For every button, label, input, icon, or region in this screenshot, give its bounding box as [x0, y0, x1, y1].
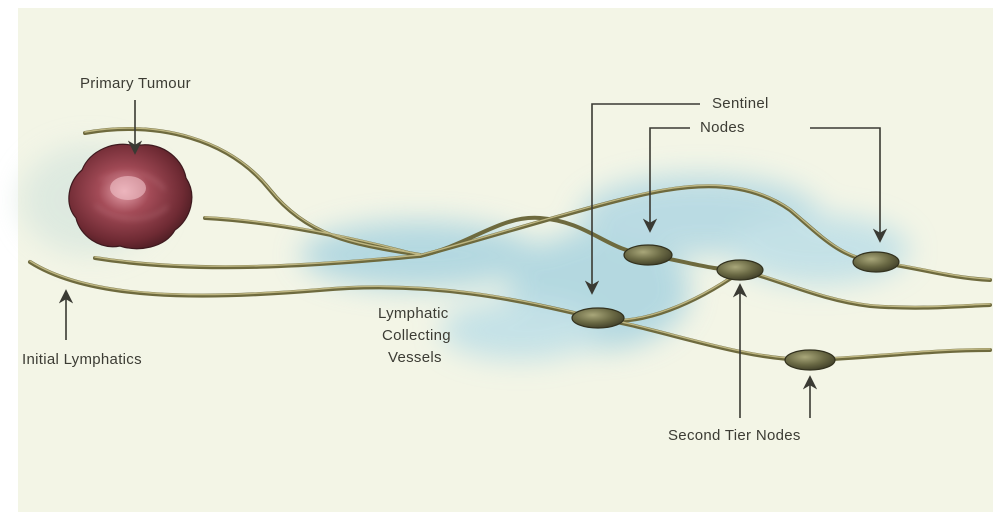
- label-initial-lymphatics: Initial Lymphatics: [22, 351, 142, 368]
- label-lymphatic-line2: Collecting: [382, 327, 451, 344]
- label-primary-tumour: Primary Tumour: [80, 75, 191, 92]
- sentinel-node-2: [717, 260, 763, 280]
- sentinel-node-1: [624, 245, 672, 265]
- label-lymphatic-line3: Vessels: [388, 349, 442, 366]
- primary-tumour-mass: [69, 144, 192, 248]
- second-tier-node: [785, 350, 835, 370]
- sentinel-node-4: [572, 308, 624, 328]
- label-second-tier-nodes: Second Tier Nodes: [668, 427, 801, 444]
- label-sentinel-line1: Sentinel: [712, 95, 769, 112]
- sentinel-node-3: [853, 252, 899, 272]
- label-lymphatic-line1: Lymphatic: [378, 305, 449, 322]
- label-sentinel-line2: Nodes: [700, 119, 745, 136]
